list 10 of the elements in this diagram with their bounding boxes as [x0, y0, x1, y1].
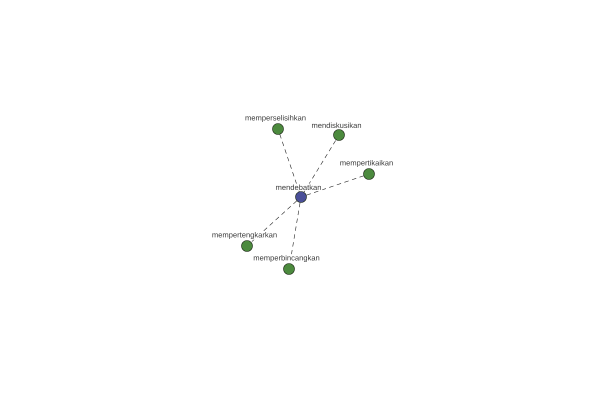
circle-node	[333, 129, 345, 141]
circle-node	[295, 191, 307, 203]
circle-node	[241, 240, 253, 252]
circle-node	[272, 123, 284, 135]
dashed-line	[280, 134, 300, 192]
circle-node	[363, 168, 375, 180]
circle-node	[283, 263, 295, 275]
dashed-line	[251, 200, 297, 242]
dashed-line	[306, 176, 364, 196]
dashed-line	[304, 140, 336, 192]
